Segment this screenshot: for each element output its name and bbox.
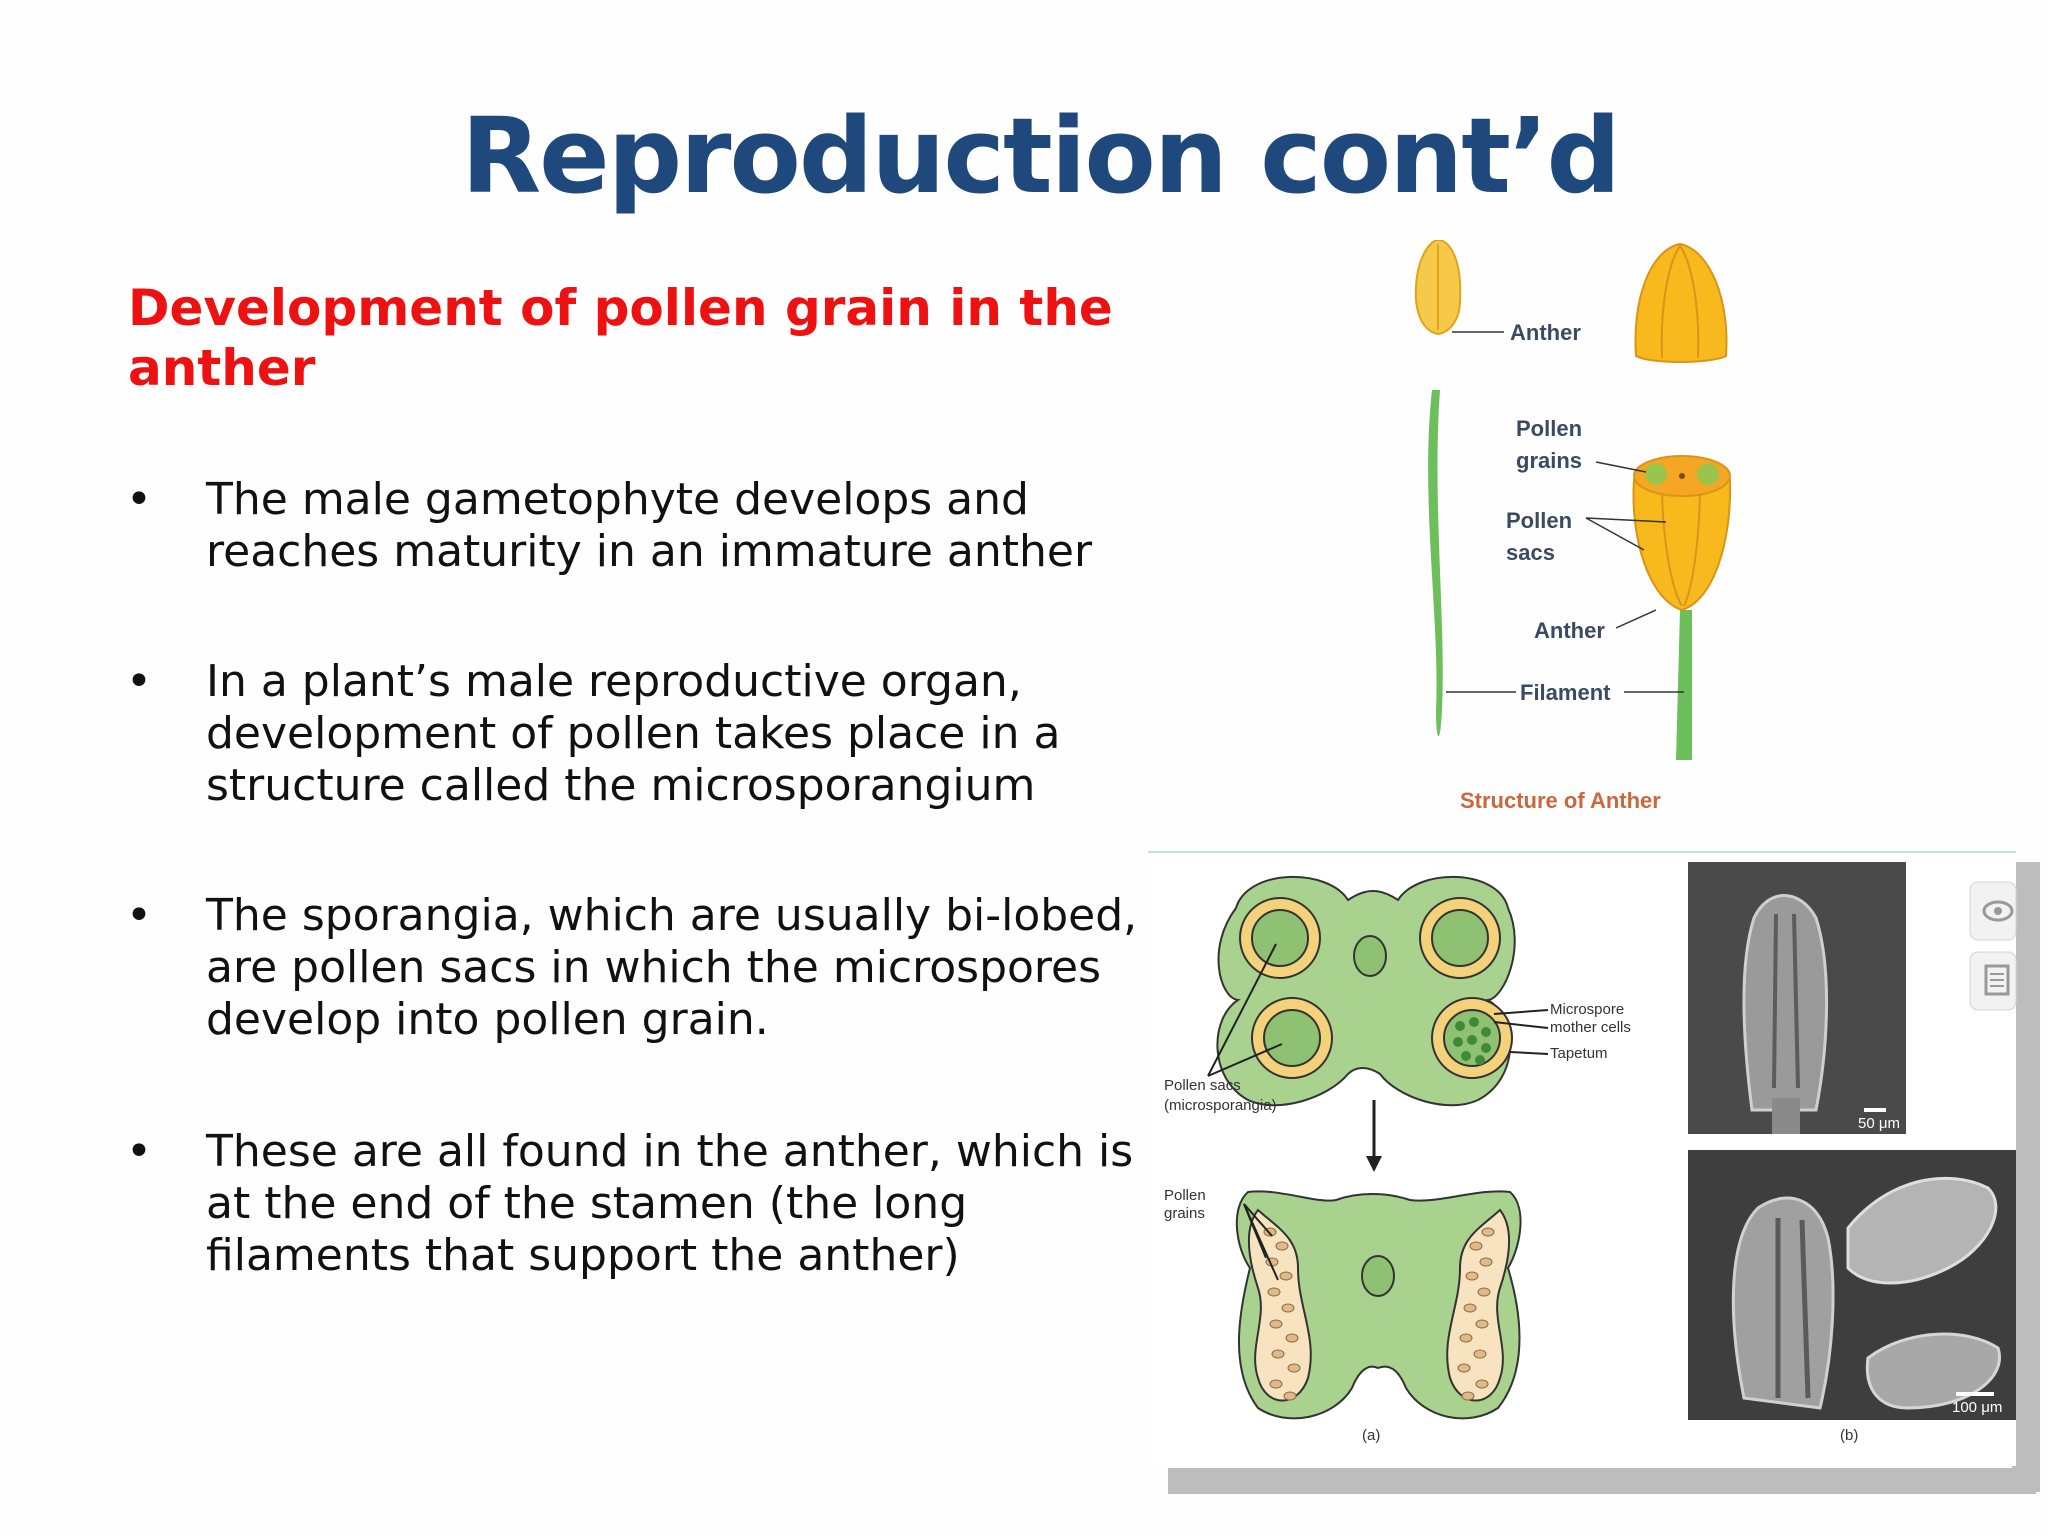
eye-icon bbox=[1982, 900, 2014, 922]
scale-label-bottom: 100 μm bbox=[1952, 1399, 2002, 1416]
figure-shadow-bottom bbox=[1168, 1468, 2036, 1494]
label-pollen-grains-2: grains bbox=[1164, 1205, 1205, 1222]
label-filament: Filament bbox=[1520, 680, 1611, 705]
scale-label-top: 50 μm bbox=[1858, 1115, 1900, 1132]
pollen-sac-right bbox=[1446, 1208, 1510, 1402]
bullet-line: develop into pollen grain. bbox=[206, 994, 769, 1045]
label-anther-top: Anther bbox=[1510, 320, 1581, 345]
label-tapetum: Tapetum bbox=[1550, 1045, 1608, 1062]
filament-small bbox=[1428, 390, 1443, 737]
anther-structure-figure: Anther Pollen grains Pollen sacs Anther … bbox=[1414, 240, 1732, 813]
label-pollen-sacs-2: (microsporangia) bbox=[1164, 1097, 1277, 1114]
document-icon bbox=[1984, 964, 2010, 996]
bullet-marker: • bbox=[126, 1126, 152, 1177]
bullet-line: In a plant’s male reproductive organ, bbox=[206, 656, 1022, 707]
pollen-sac-icon bbox=[1697, 463, 1719, 485]
anther-large bbox=[1632, 479, 1732, 612]
bullet-line: The male gametophyte develops and bbox=[206, 474, 1029, 525]
pollen-sac-icon bbox=[1645, 463, 1667, 485]
bullet-line: development of pollen takes place in a bbox=[206, 708, 1061, 759]
filament-large bbox=[1676, 610, 1692, 760]
label-pollen-grains-2: grains bbox=[1516, 448, 1582, 473]
pollen-sac-left bbox=[1248, 1208, 1312, 1402]
label-pollen-sacs-1: Pollen bbox=[1506, 508, 1572, 533]
slide-subtitle: Development of pollen grain in the anthe… bbox=[128, 279, 1113, 397]
bullet-marker: • bbox=[126, 890, 152, 941]
bullet-line: at the end of the stamen (the long bbox=[206, 1178, 968, 1229]
bullet-line: reaches maturity in an immature anther bbox=[206, 526, 1093, 577]
figure-caption: Structure of Anther bbox=[1460, 788, 1661, 813]
microsporangium-figure: Microspore mother cells Tapetum Pollen s… bbox=[1148, 848, 2017, 1466]
bullet-marker: • bbox=[126, 474, 152, 525]
bullet-marker: • bbox=[126, 656, 152, 707]
label-pollen-grains-1: Pollen bbox=[1164, 1187, 1206, 1204]
label-pollen-grains-1: Pollen bbox=[1516, 416, 1582, 441]
bullet-line: structure called the microsporangium bbox=[206, 760, 1036, 811]
label-anther: Anther bbox=[1534, 618, 1605, 643]
label-panel-b: (b) bbox=[1840, 1427, 1858, 1444]
label-pollen-sacs-2: sacs bbox=[1506, 540, 1555, 565]
bullet-line: are pollen sacs in which the microspores bbox=[206, 942, 1102, 993]
label-microspore-1: Microspore bbox=[1550, 1001, 1624, 1018]
label-microspore-2: mother cells bbox=[1550, 1019, 1631, 1036]
bullet-line: The sporangia, which are usually bi-lobe… bbox=[206, 890, 1138, 941]
anther-top bbox=[1634, 242, 1728, 363]
view-button[interactable] bbox=[1969, 881, 2017, 941]
figure-shadow-right bbox=[2012, 862, 2040, 1492]
label-panel-a: (a) bbox=[1362, 1427, 1380, 1444]
slide-title: Reproduction cont’d bbox=[461, 95, 1621, 217]
label-pollen-sacs-1: Pollen sacs bbox=[1164, 1077, 1241, 1094]
bullet-line: These are all found in the anther, which… bbox=[206, 1126, 1134, 1177]
bullet-line: filaments that support the anther) bbox=[206, 1230, 960, 1281]
